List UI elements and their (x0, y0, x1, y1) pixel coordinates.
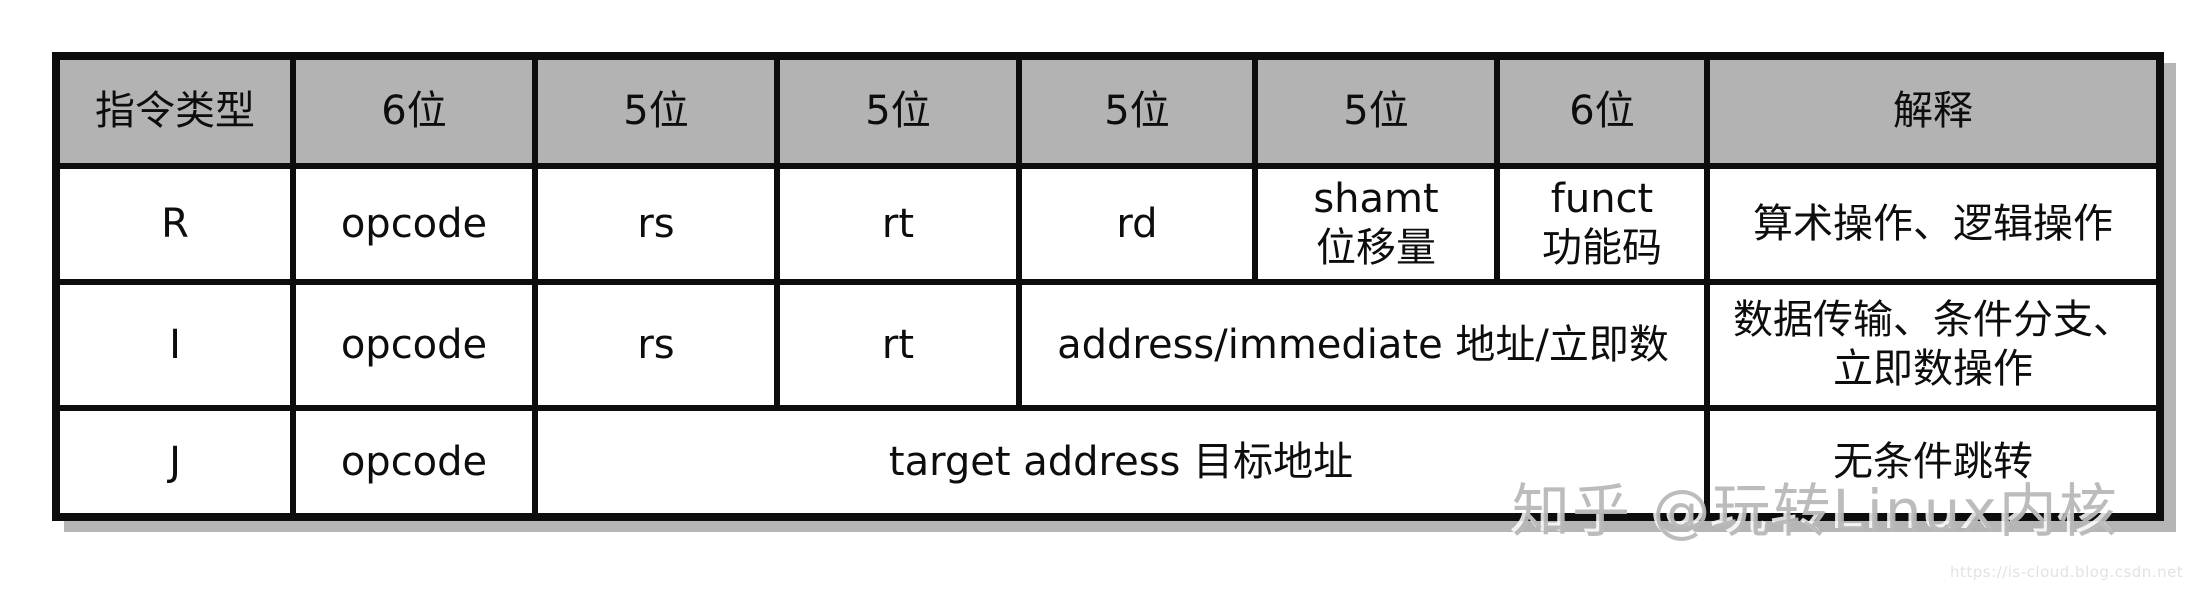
cell-r-type: R (53, 163, 296, 285)
r-type-row: R opcode rs rt rd shamt 位移量 funct 功能码 算术… (53, 163, 2163, 285)
i-type-row: I opcode rs rt address/immediate 地址/立即数 … (53, 279, 2163, 411)
cell-i-opcode: opcode (290, 279, 538, 411)
cell-i-rt: rt (774, 279, 1022, 411)
cell-r-funct: funct 功能码 (1494, 163, 1710, 285)
cell-j-explanation: 无条件跳转 (1704, 405, 2163, 520)
cell-r-rs: rs (532, 163, 780, 285)
cell-i-rs: rs (532, 279, 780, 411)
cell-r-rd: rd (1016, 163, 1258, 285)
cell-r-shamt: shamt 位移量 (1252, 163, 1500, 285)
header-cell-6bit-opcode: 6位 (290, 53, 538, 169)
csdn-url-watermark: https://is-cloud.blog.csdn.net (1950, 563, 2184, 581)
instruction-format-table-container: 指令类型 6位 5位 5位 5位 5位 6位 解释 R opcode rs rt… (52, 52, 2164, 521)
cell-i-type: I (53, 279, 296, 411)
header-cell-explanation: 解释 (1704, 53, 2163, 169)
cell-r-explanation: 算术操作、逻辑操作 (1704, 163, 2163, 285)
cell-i-explanation: 数据传输、条件分支、 立即数操作 (1704, 279, 2163, 411)
cell-j-type: J (53, 405, 296, 520)
header-row: 指令类型 6位 5位 5位 5位 5位 6位 解释 (53, 53, 2163, 169)
cell-j-opcode: opcode (290, 405, 538, 520)
header-cell-6bit-funct: 6位 (1494, 53, 1710, 169)
header-cell-5bit-rd: 5位 (1016, 53, 1258, 169)
cell-r-rt: rt (774, 163, 1022, 285)
mips-instruction-format-table: 指令类型 6位 5位 5位 5位 5位 6位 解释 R opcode rs rt… (52, 52, 2164, 521)
j-type-row: J opcode target address 目标地址 无条件跳转 (53, 405, 2163, 520)
header-cell-instruction-type: 指令类型 (53, 53, 296, 169)
header-cell-5bit-shamt: 5位 (1252, 53, 1500, 169)
header-cell-5bit-rt: 5位 (774, 53, 1022, 169)
cell-r-opcode: opcode (290, 163, 538, 285)
cell-i-address-immediate: address/immediate 地址/立即数 (1016, 279, 1710, 411)
cell-j-target-address: target address 目标地址 (532, 405, 1710, 520)
zhihu-watermark: 知乎 @玩转Linux内核 (1512, 477, 2119, 545)
header-cell-5bit-rs: 5位 (532, 53, 780, 169)
